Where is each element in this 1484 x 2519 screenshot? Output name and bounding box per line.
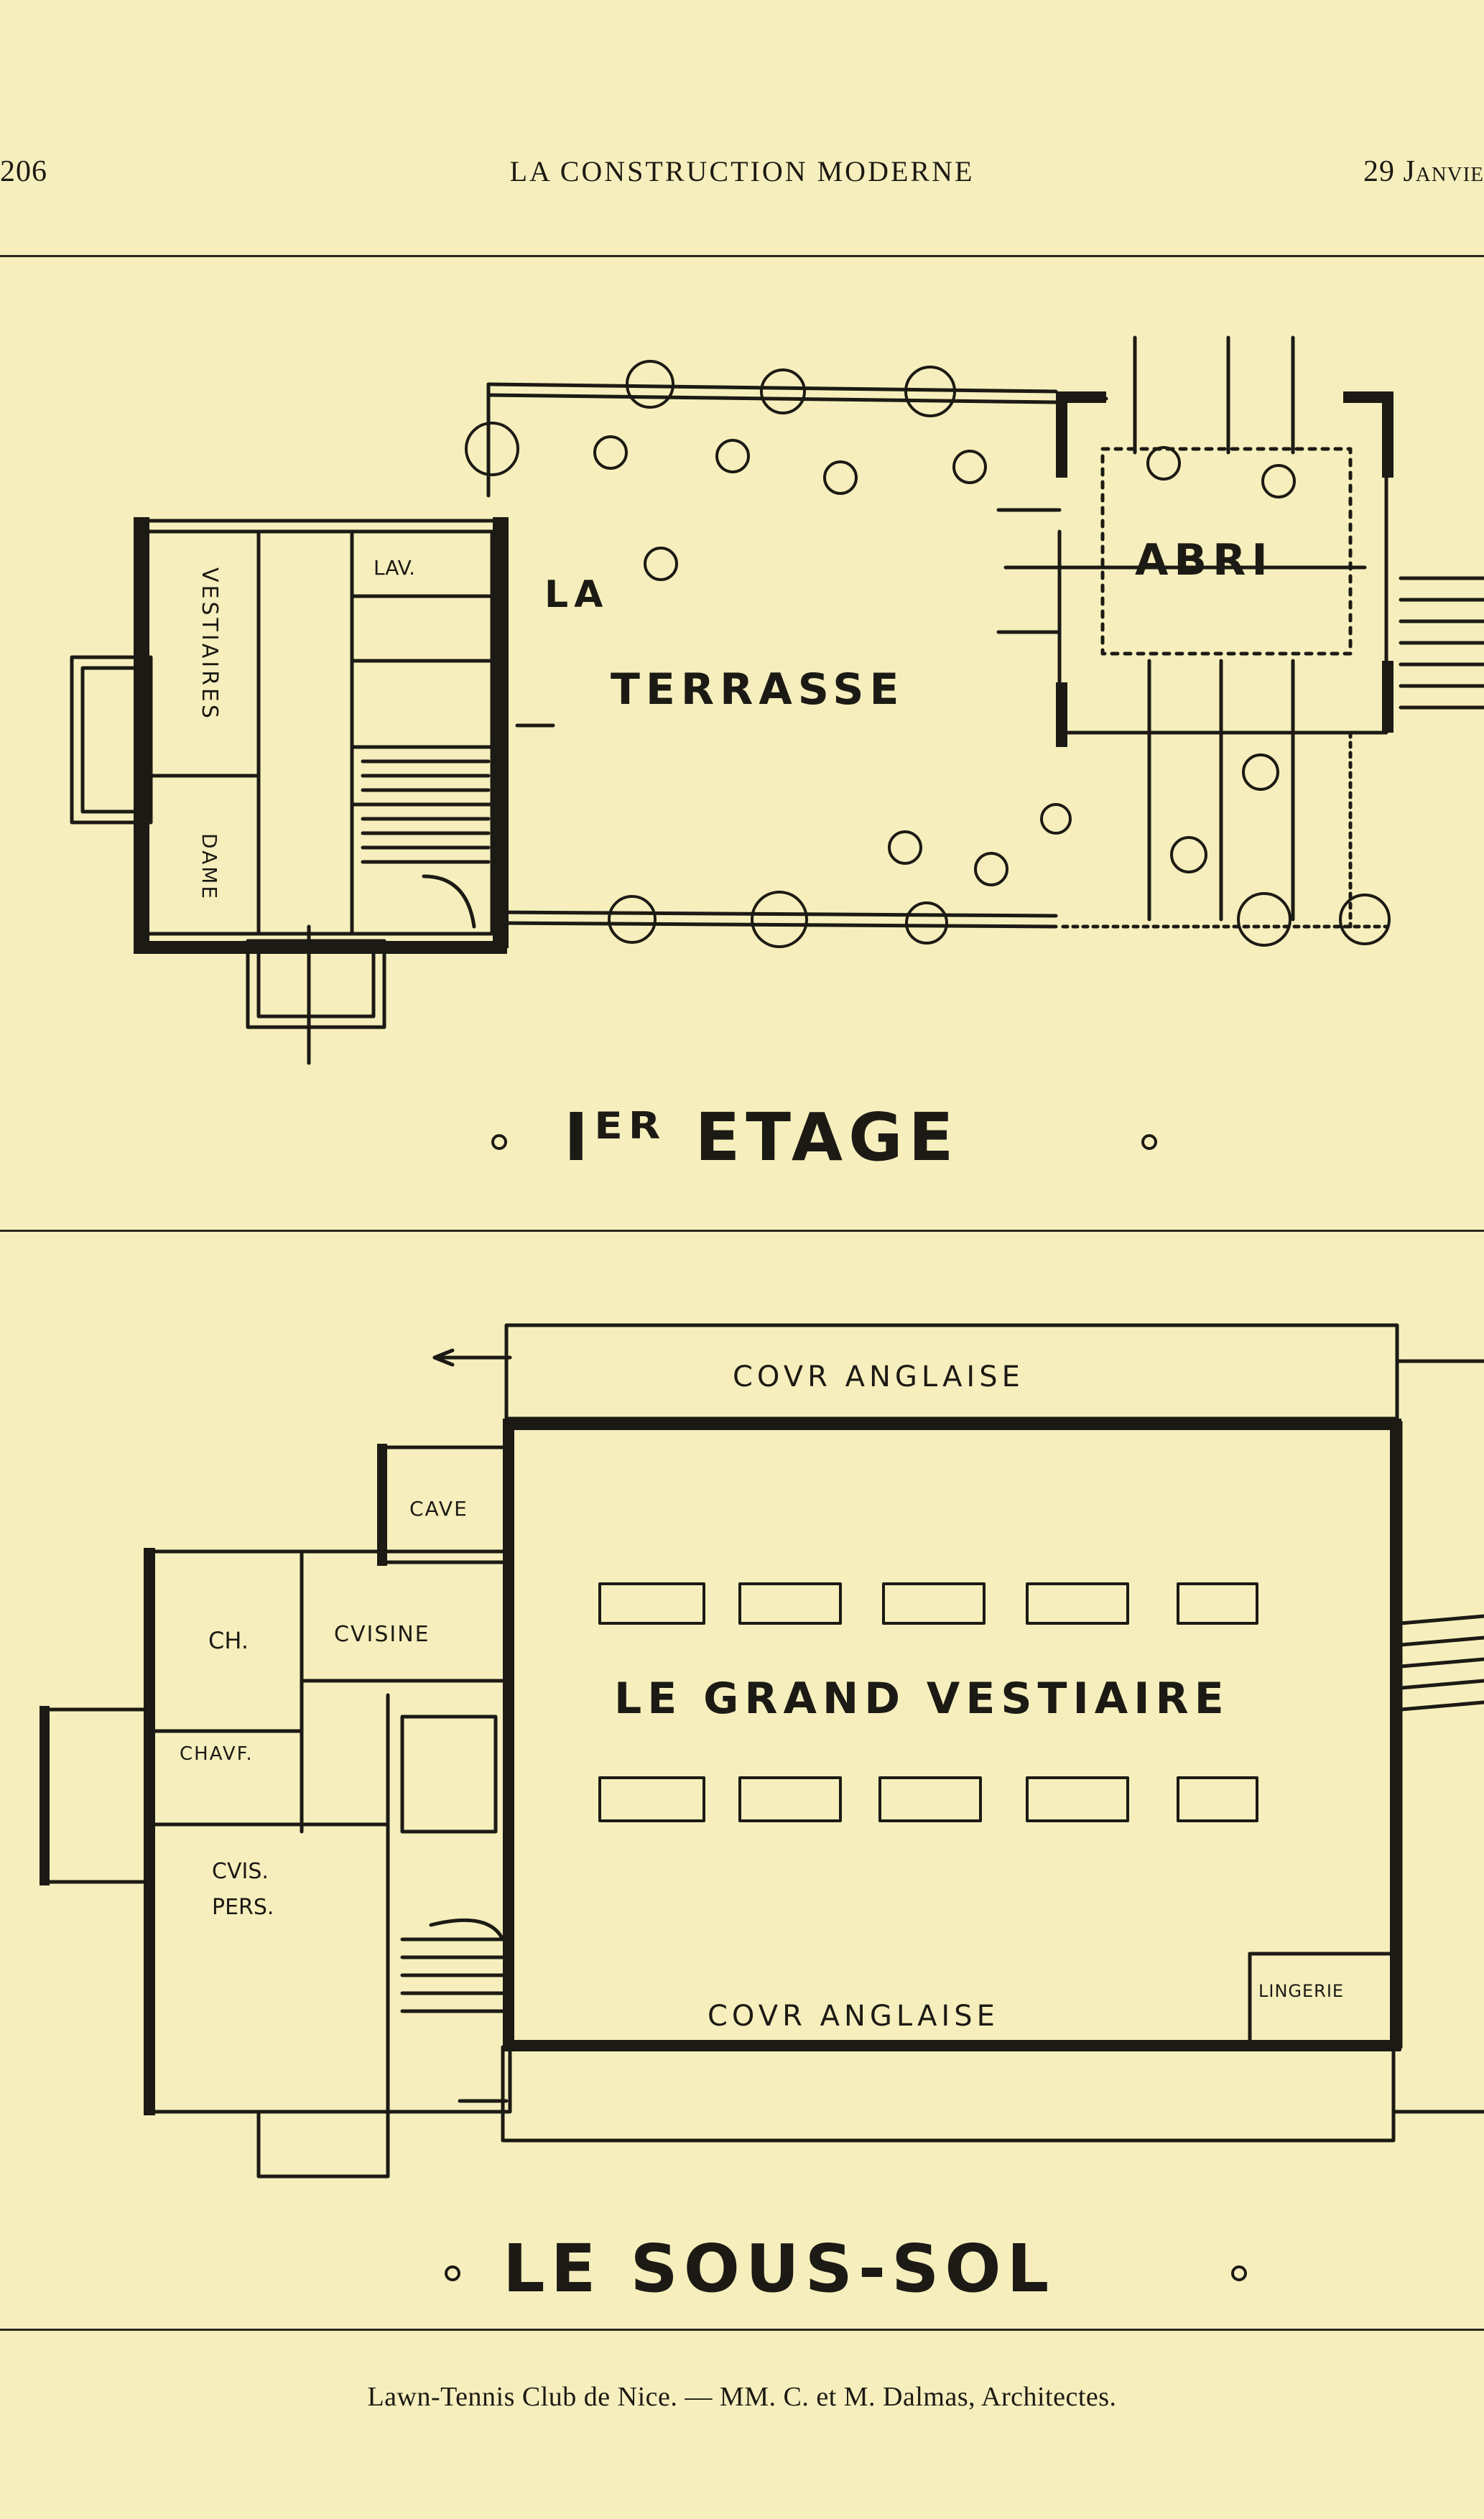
issue-date-text: 29 Janvie [1363, 155, 1484, 188]
abri-label: ABRI [1135, 535, 1274, 585]
floor-plan-sous-sol: COVR ANGLAISE COVR ANGLAISE CAVE CH. CVI… [40, 1323, 1484, 2307]
etage-walls [134, 391, 1393, 954]
chauf-label: CHAVF. [180, 1743, 254, 1765]
grand-vestiaire-label: LE GRAND VESTIAIRE [614, 1674, 1230, 1724]
issue-date: 29 Janvie [1363, 154, 1484, 189]
terrace-furniture [465, 360, 1391, 948]
lav-label: LAV. [374, 556, 415, 580]
locker-blocks [598, 1582, 1258, 1822]
terrace-label: TERRASSE [611, 664, 904, 715]
sous-sol-walls [40, 1419, 1401, 2115]
footer-rule [0, 2329, 1484, 2331]
cuisine-label: CVISINE [334, 1622, 430, 1647]
cuis-pers-label-1: CVIS. [212, 1859, 269, 1884]
cour-anglaise-bottom-label: COVR ANGLAISE [708, 2000, 999, 2033]
lingerie-label: LINGERIE [1258, 1981, 1344, 2001]
vestiaires-label: VESTIAIRES [197, 567, 222, 721]
title-ornament-left [445, 2265, 460, 2281]
header-rule [0, 255, 1484, 257]
terrace-label-la: LA [544, 573, 608, 616]
floor-plan-etage: LA TERRASSE ABRI VESTIAIRES DAME LAV. Iᴱ… [70, 335, 1484, 1176]
title-ornament-left [491, 1134, 507, 1150]
cave-label: CAVE [409, 1497, 468, 1521]
cour-anglaise-top-label: COVR ANGLAISE [733, 1360, 1024, 1393]
figure-caption: Lawn-Tennis Club de Nice. — MM. C. et M.… [367, 2382, 1117, 2412]
section-rule [0, 1230, 1484, 1232]
title-ornament-right [1141, 1134, 1157, 1150]
journal-title: LA CONSTRUCTION MODERNE [509, 155, 975, 187]
ch-label: CH. [208, 1627, 249, 1654]
page-number: 206 [0, 155, 47, 188]
etage-title: Iᴱᴿ ETAGE [564, 1099, 959, 1176]
dame-label: DAME [198, 833, 221, 901]
cuis-pers-label-2: PERS. [212, 1895, 274, 1920]
title-ornament-right [1231, 2265, 1247, 2281]
sous-sol-title: LE SOUS-SOL [503, 2230, 1054, 2307]
